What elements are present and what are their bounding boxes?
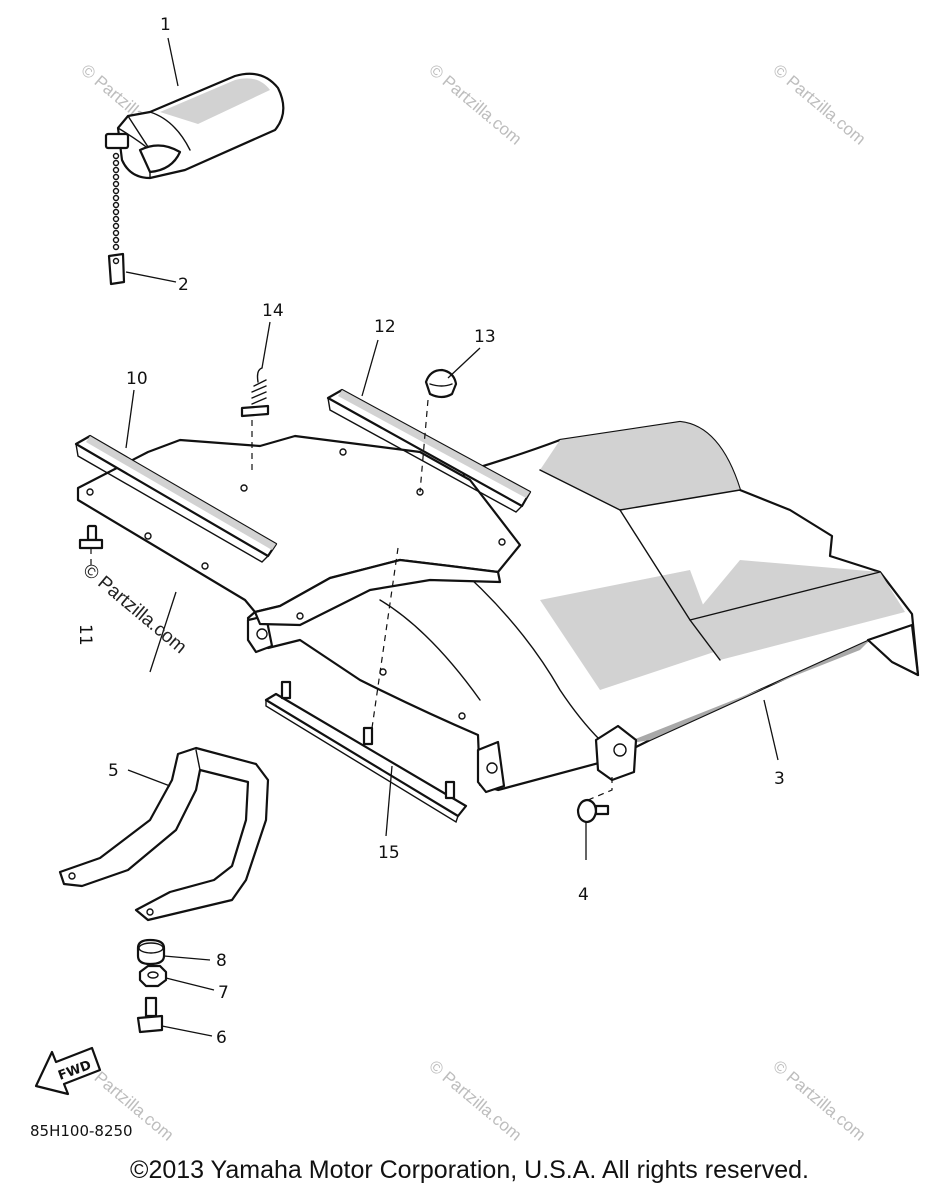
part-8-washer[interactable]: [136, 938, 166, 966]
callout-10: 10: [126, 369, 148, 389]
callout-14: 14: [262, 301, 284, 321]
part-2-tag[interactable]: [107, 252, 126, 286]
part-12-rail-right[interactable]: [326, 388, 532, 513]
callout-5: 5: [108, 761, 119, 781]
callout-2: 2: [178, 275, 189, 295]
part-1-chain: [112, 152, 120, 251]
callout-6: 6: [216, 1028, 227, 1048]
callout-4: 4: [578, 885, 589, 905]
part-11-bolt[interactable]: [78, 524, 104, 550]
callout-7: 7: [218, 983, 229, 1003]
drawing-code: 85H100-8250: [30, 1122, 133, 1140]
callout-1: 1: [160, 15, 171, 35]
part-1-pouch[interactable]: [104, 72, 285, 180]
callout-12: 12: [374, 317, 396, 337]
callout-15: 15: [378, 843, 400, 863]
watermark-top-right: © Partzilla.com: [769, 61, 869, 149]
assembly-guide-lines: [90, 399, 613, 801]
callout-13: 13: [474, 327, 496, 347]
part-14-spring-bolt[interactable]: [240, 367, 270, 418]
part-3-fender[interactable]: [246, 420, 920, 794]
part-7-nut[interactable]: [138, 964, 168, 988]
callout-8: 8: [216, 951, 227, 971]
fwd-direction-arrow: FWD: [34, 1046, 102, 1096]
callout-11: 11: [75, 624, 95, 646]
part-5-grab-bar[interactable]: [58, 746, 270, 922]
leader-lines: [125, 37, 779, 1037]
callout-3: 3: [774, 769, 785, 789]
copyright-notice: ©2013 Yamaha Motor Corporation, U.S.A. A…: [130, 1156, 809, 1184]
watermark-bottom-center: © Partzilla.com: [425, 1057, 525, 1145]
part-15-stud-plate[interactable]: [264, 680, 468, 824]
callout-labels: 1 2 3 4 5 6 7 8 10 11 12 13 14 15: [75, 15, 785, 1048]
part-10-rail-left[interactable]: [74, 434, 278, 563]
part-6-bolt[interactable]: [136, 996, 164, 1034]
watermark-bottom-right: © Partzilla.com: [769, 1057, 869, 1145]
carrier-plate[interactable]: [76, 434, 522, 720]
part-4-bolt[interactable]: [576, 798, 610, 824]
watermark-top-center: © Partzilla.com: [425, 61, 525, 149]
